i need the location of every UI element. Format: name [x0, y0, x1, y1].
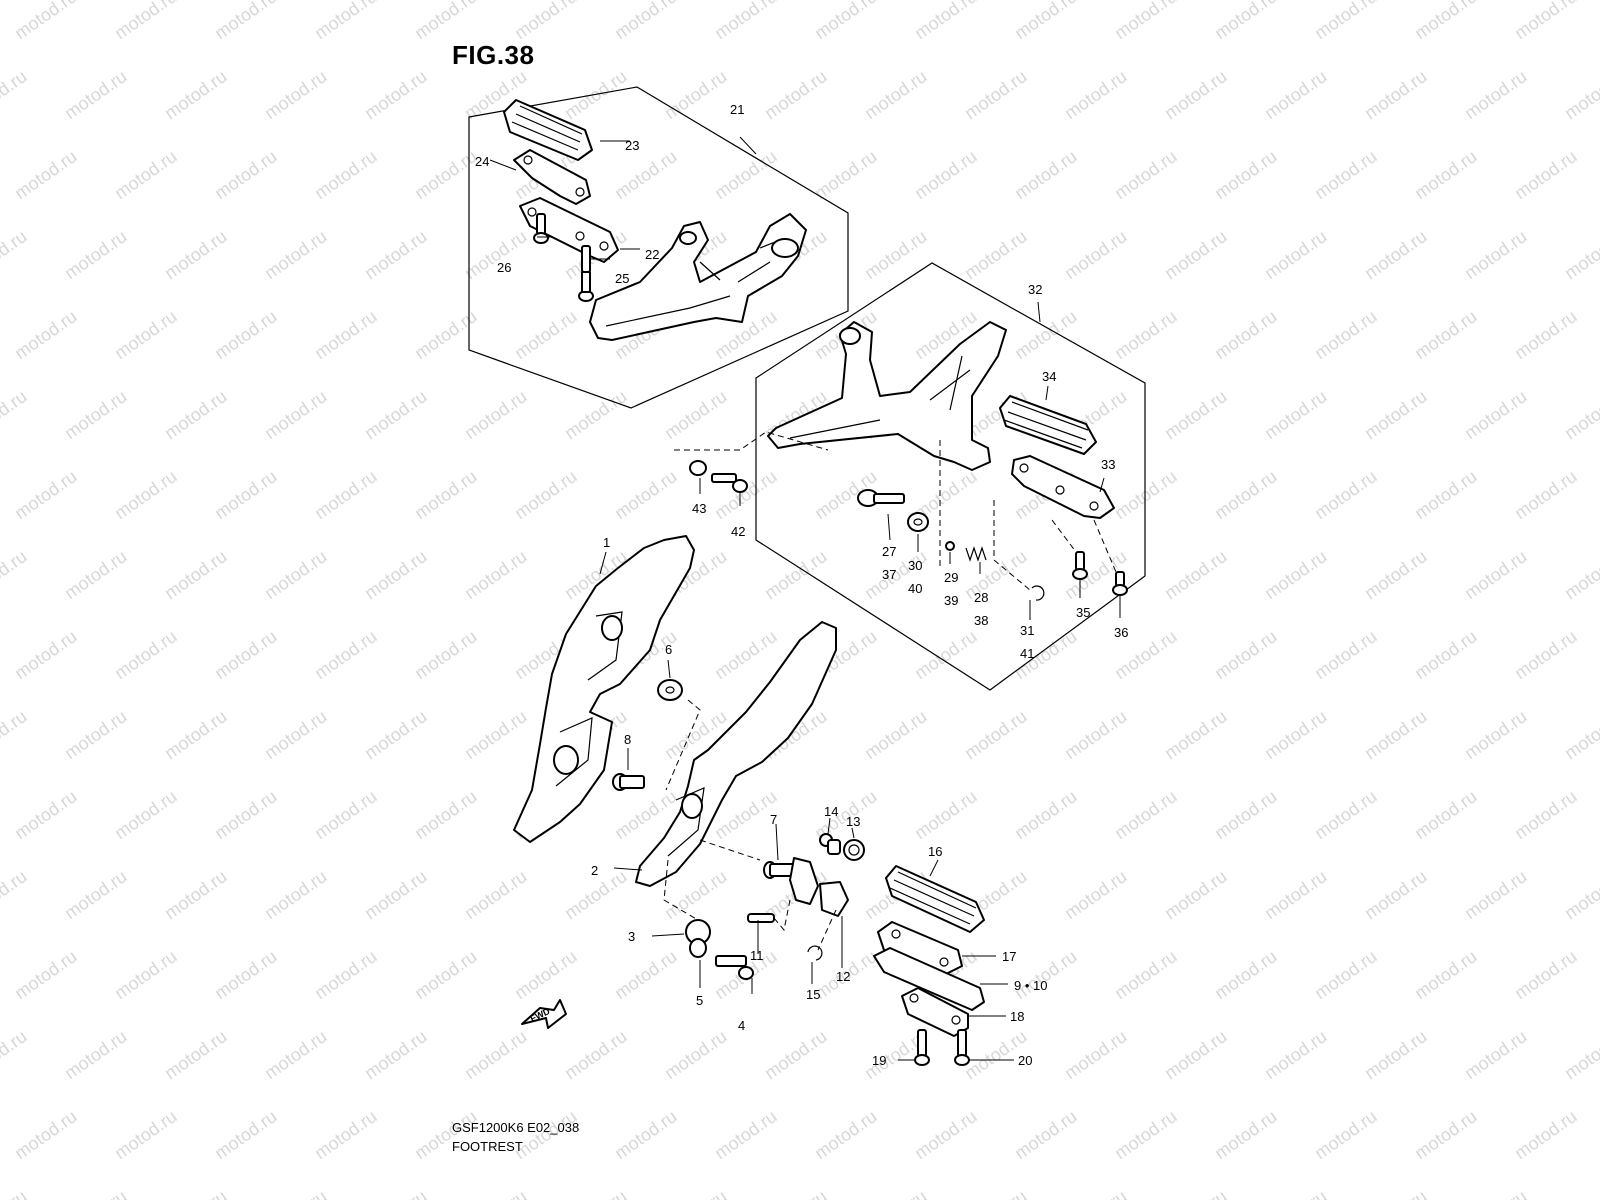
- callout-17: 17: [1002, 949, 1016, 964]
- leader-lines: [489, 136, 1121, 1061]
- group-outline-32: [755, 262, 1146, 691]
- callout-13: 13: [846, 814, 860, 829]
- callout-16: 16: [928, 844, 942, 859]
- front-footpeg-rubber-part-34: [999, 395, 1097, 455]
- footpeg-rubber-16: [885, 865, 985, 933]
- callout-25: 25: [615, 271, 629, 286]
- spacer-12: [819, 881, 849, 917]
- washer-5: [689, 938, 707, 958]
- callout-34: 34: [1042, 369, 1056, 384]
- rear-footpeg-holder-part-22: [519, 197, 619, 263]
- bolt-42: [711, 473, 748, 493]
- spring-28: [965, 546, 987, 562]
- clip-31: [1031, 585, 1045, 601]
- callout-4: 4: [738, 1018, 745, 1033]
- callout-9-10: 9 • 10: [1014, 978, 1047, 993]
- washer-30: [907, 512, 929, 532]
- callout-24: 24: [475, 154, 489, 169]
- bolt-8: [612, 773, 645, 791]
- clip-15: [807, 945, 823, 961]
- callout-36: 36: [1114, 625, 1128, 640]
- callout-26: 26: [497, 260, 511, 275]
- diagram-name: FOOTREST: [452, 1139, 523, 1154]
- callout-40: 40: [908, 581, 922, 596]
- heel-plate-part-1: [513, 535, 695, 843]
- rear-footpeg-part-24: [513, 149, 591, 205]
- callout-22: 22: [645, 247, 659, 262]
- callout-39: 39: [944, 593, 958, 608]
- washer-43: [689, 460, 707, 476]
- callout-38: 38: [974, 613, 988, 628]
- bolt-25: [578, 245, 594, 302]
- callout-21: 21: [730, 102, 744, 117]
- footpeg-bracket-pivot: [789, 857, 819, 905]
- figure-title: FIG.38: [452, 40, 535, 70]
- callout-29: 29: [944, 570, 958, 585]
- callout-35: 35: [1076, 605, 1090, 620]
- callout-labels: 21 23 24 22 26 25 32 34 33 43 42 27 37 3…: [475, 102, 1128, 1068]
- callout-11: 11: [750, 948, 764, 963]
- footpeg-bracket-18: [901, 987, 969, 1037]
- heel-plate-part-2: [635, 621, 837, 887]
- callout-19: 19: [872, 1053, 886, 1068]
- callout-3: 3: [628, 929, 635, 944]
- footpeg-9-10: [873, 947, 985, 1011]
- callout-6: 6: [665, 642, 672, 657]
- callout-15: 15: [806, 987, 820, 1002]
- fwd-arrow-icon: FWD: [521, 999, 567, 1029]
- callout-20: 20: [1018, 1053, 1032, 1068]
- rubber-damper-6: [657, 679, 683, 701]
- callout-23: 23: [625, 138, 639, 153]
- bolt-26: [533, 213, 549, 244]
- front-footrest-bracket-part: [767, 321, 1007, 471]
- callout-7: 7: [770, 812, 777, 827]
- callout-43: 43: [692, 501, 706, 516]
- callout-1: 1: [603, 535, 610, 550]
- callout-33: 33: [1101, 457, 1115, 472]
- pivot-pin-7: [763, 861, 795, 879]
- callout-12: 12: [836, 969, 850, 984]
- bolt-19: [914, 1029, 930, 1066]
- rear-footrest-bracket-part: [589, 213, 807, 341]
- callout-31: 31: [1020, 623, 1034, 638]
- callout-5: 5: [696, 993, 703, 1008]
- ball-29: [945, 541, 955, 551]
- rear-footpeg-rubber-part: [503, 99, 593, 161]
- bolt-35: [1072, 551, 1088, 580]
- bolt-20: [954, 1029, 970, 1066]
- callout-41: 41: [1020, 646, 1034, 661]
- ball-13: [843, 839, 865, 861]
- callout-18: 18: [1010, 1009, 1024, 1024]
- callout-14: 14: [824, 804, 838, 819]
- bolt-27: [857, 489, 905, 507]
- callout-2: 2: [591, 863, 598, 878]
- callout-42: 42: [731, 524, 745, 539]
- callout-37: 37: [882, 567, 896, 582]
- diagram-code: GSF1200K6 E02_038: [452, 1120, 580, 1135]
- callout-8: 8: [624, 732, 631, 747]
- callout-30: 30: [908, 558, 922, 573]
- spring-14: [819, 833, 841, 855]
- bolt-4: [715, 955, 754, 980]
- bolt-36: [1112, 571, 1128, 596]
- group-outline-21: [468, 86, 849, 409]
- pin-11: [747, 913, 775, 923]
- callout-32: 32: [1028, 282, 1042, 297]
- front-footpeg-holder-part-33: [1011, 455, 1115, 519]
- callout-27: 27: [882, 544, 896, 559]
- callout-28: 28: [974, 590, 988, 605]
